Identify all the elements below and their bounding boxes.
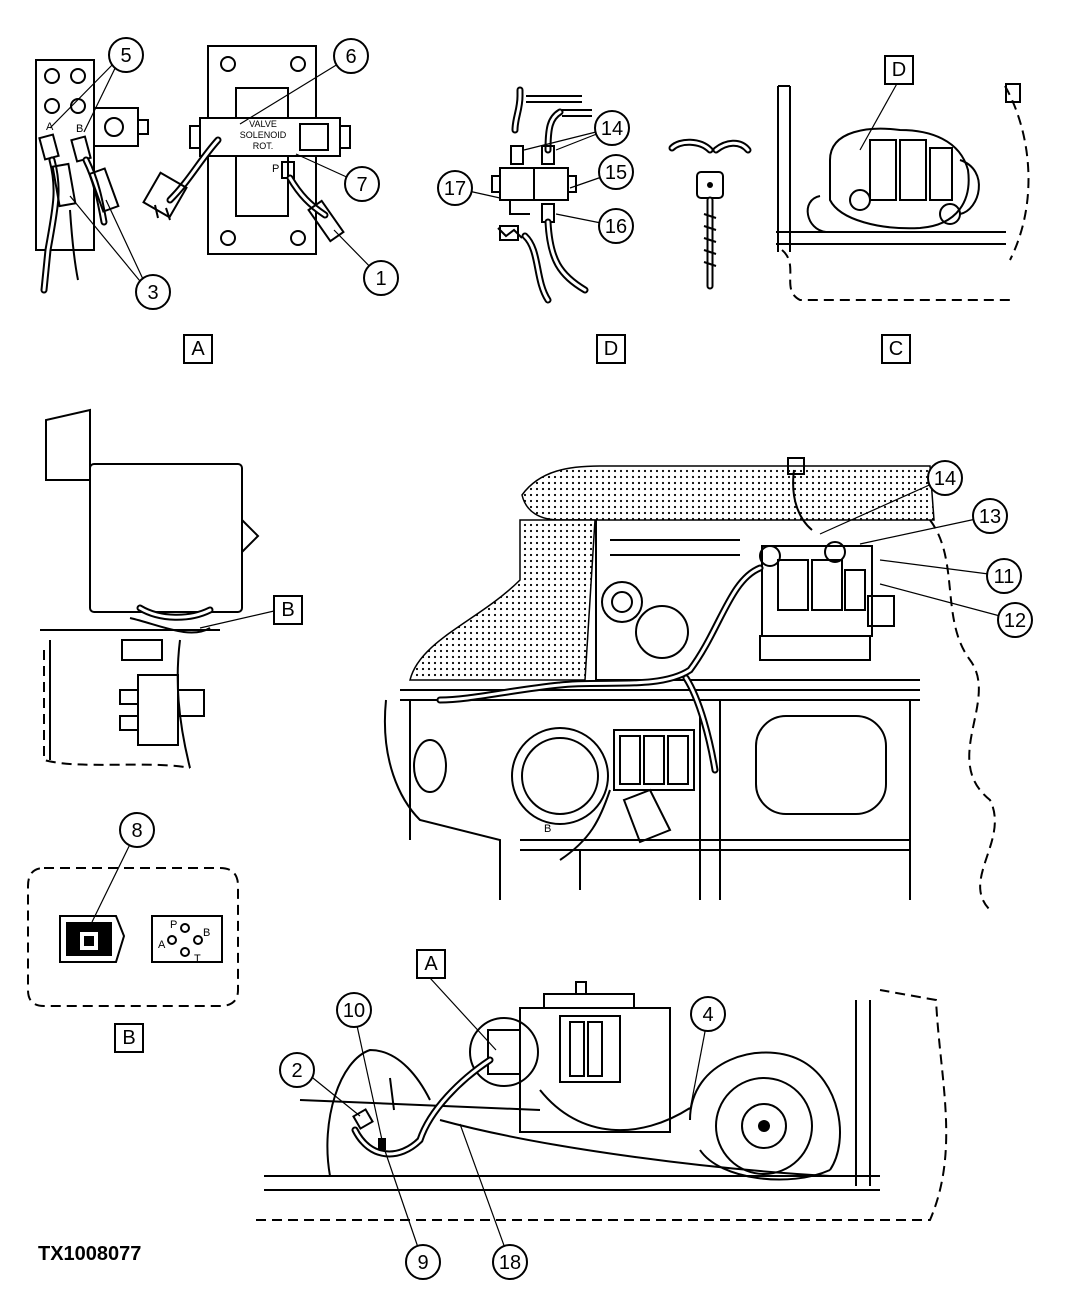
- svg-text:12: 12: [1004, 610, 1026, 632]
- view-label-b-main: B: [273, 595, 303, 625]
- svg-text:4: 4: [702, 1004, 713, 1026]
- view-a-detail: A B VALVE SOLENOID ROT. P: [35, 45, 351, 294]
- symbol-b-label: B: [203, 927, 210, 939]
- callout-1: 1: [363, 260, 399, 296]
- main-view-machine: B: [384, 457, 996, 911]
- view-c-detail: [776, 83, 1030, 301]
- svg-text:C: C: [889, 338, 903, 360]
- figure-id: TX1008077: [38, 1243, 141, 1265]
- solenoid-plate-line1: VALVE: [249, 119, 277, 129]
- svg-text:9: 9: [417, 1252, 428, 1274]
- callout-14-view-d: 14: [594, 110, 630, 146]
- callout-16: 16: [598, 208, 634, 244]
- view-label-a-top: A: [183, 334, 213, 364]
- callout-11: 11: [986, 558, 1022, 594]
- svg-text:B: B: [281, 599, 294, 621]
- view-label-d-top: D: [884, 55, 914, 85]
- view-label-c: C: [881, 334, 911, 364]
- leader-lines: [49, 55, 1016, 1263]
- svg-text:13: 13: [979, 506, 1001, 528]
- main-port-b-label: B: [544, 823, 551, 835]
- view-b-symbol-box: P A B T: [27, 867, 239, 1007]
- svg-text:3: 3: [147, 282, 158, 304]
- svg-text:B: B: [122, 1027, 135, 1049]
- view-label-b: B: [114, 1023, 144, 1053]
- port-a-label: A: [46, 121, 54, 133]
- svg-text:17: 17: [444, 178, 466, 200]
- svg-text:5: 5: [120, 45, 131, 67]
- symbol-p-label: P: [170, 919, 177, 931]
- svg-text:A: A: [191, 338, 205, 360]
- svg-text:16: 16: [605, 216, 627, 238]
- callout-6: 6: [333, 38, 369, 74]
- bottom-view-machine: [256, 981, 948, 1221]
- callout-18: 18: [492, 1244, 528, 1280]
- svg-text:2: 2: [291, 1060, 302, 1082]
- callout-3: 3: [135, 274, 171, 310]
- port-p-label: P: [272, 163, 279, 175]
- view-b-machine: [40, 408, 260, 769]
- symbol-t-label: T: [194, 953, 201, 965]
- port-b-label: B: [76, 123, 83, 135]
- svg-text:18: 18: [499, 1252, 521, 1274]
- svg-text:11: 11: [994, 566, 1015, 588]
- callout-7: 7: [344, 166, 380, 202]
- callout-12: 12: [997, 602, 1033, 638]
- callout-5: 5: [108, 37, 144, 73]
- callout-15: 15: [598, 154, 634, 190]
- svg-text:10: 10: [343, 1000, 365, 1022]
- callout-2: 2: [279, 1052, 315, 1088]
- symbol-a-label: A: [158, 939, 166, 951]
- callout-13: 13: [972, 498, 1008, 534]
- svg-text:7: 7: [356, 174, 367, 196]
- svg-text:14: 14: [601, 118, 623, 140]
- svg-text:6: 6: [345, 46, 356, 68]
- svg-text:8: 8: [131, 820, 142, 842]
- svg-text:D: D: [892, 59, 906, 81]
- callout-10: 10: [336, 992, 372, 1028]
- callout-14-main: 14: [927, 460, 963, 496]
- view-label-d: D: [596, 334, 626, 364]
- callout-17: 17: [437, 170, 473, 206]
- svg-text:15: 15: [605, 162, 627, 184]
- solenoid-plate-line2: SOLENOID: [240, 130, 287, 140]
- svg-text:D: D: [604, 338, 618, 360]
- callout-4: 4: [690, 996, 726, 1032]
- view-d-detail: [491, 86, 752, 304]
- svg-text:1: 1: [375, 268, 386, 290]
- view-label-a-bottom: A: [416, 949, 446, 979]
- callout-8: 8: [119, 812, 155, 848]
- solenoid-plate-line3: ROT.: [253, 141, 274, 151]
- svg-text:14: 14: [934, 468, 956, 490]
- svg-text:A: A: [424, 953, 438, 975]
- callout-9: 9: [405, 1244, 441, 1280]
